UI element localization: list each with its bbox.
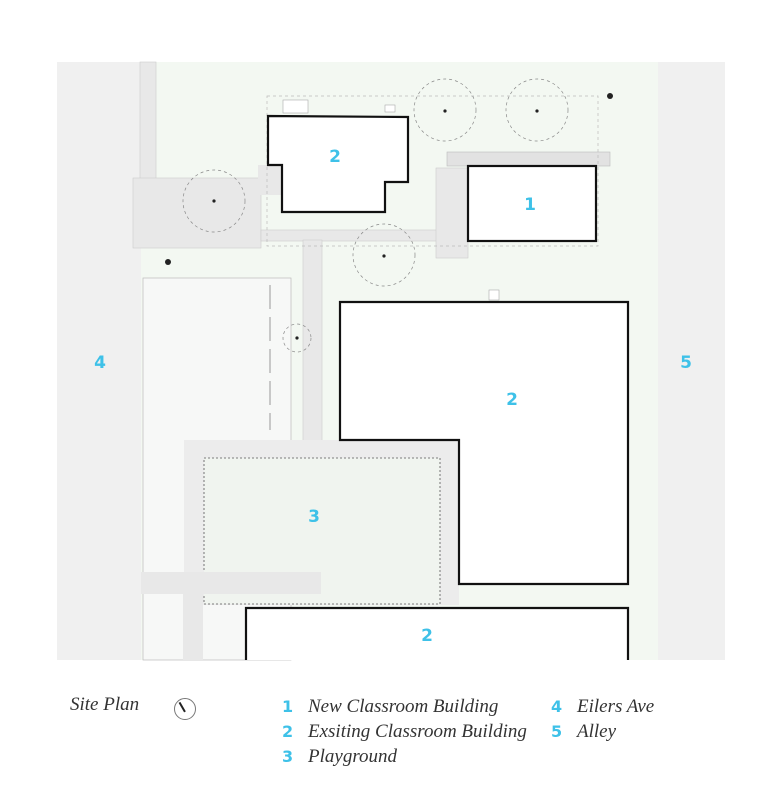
label-existing-south: 2 — [421, 626, 433, 646]
pole — [165, 259, 171, 265]
existing-building-east — [338, 300, 630, 586]
walkway-vertical — [302, 239, 323, 461]
north-arrow-icon — [174, 698, 196, 720]
legend-num: 3 — [282, 747, 294, 766]
legend-label: Alley — [577, 721, 617, 742]
legend-label: New Classroom Building — [308, 696, 499, 717]
utility-box — [384, 104, 396, 113]
walkway-south-vertical — [183, 594, 203, 660]
building-1-porch — [435, 167, 469, 259]
legend-num: 2 — [282, 722, 294, 741]
tree-trunk — [382, 254, 386, 258]
legend-column-2: 4 Eilers Ave 5 Alley — [551, 694, 654, 744]
tree-canopy — [413, 78, 477, 142]
legend-item: 5 Alley — [551, 719, 654, 744]
alley — [658, 62, 725, 660]
legend-item: 2 Exsiting Classroom Building — [282, 719, 527, 744]
label-existing-east: 2 — [506, 390, 518, 410]
label-new-building: 1 — [524, 195, 536, 215]
pole — [607, 93, 613, 99]
walkway-patch — [258, 165, 283, 195]
utility-box — [282, 99, 309, 114]
building-1-canopy — [446, 151, 611, 167]
new-classroom-building — [466, 164, 598, 243]
walkway-south — [141, 572, 321, 594]
eilers-ave-street — [57, 62, 141, 660]
legend-item: 1 New Classroom Building — [282, 694, 527, 719]
tree-canopy — [282, 323, 312, 353]
legend-title: Site Plan — [70, 694, 140, 715]
legend-label: Playground — [308, 746, 398, 767]
legend-num: 4 — [551, 697, 563, 716]
site-plan-drawing: 1 2 2 2 3 4 5 — [57, 61, 725, 661]
tree-canopy — [505, 78, 569, 142]
tree-canopy — [182, 169, 246, 233]
legend-column-1: 1 New Classroom Building 2 Exsiting Classr… — [282, 694, 527, 769]
existing-building-north — [266, 114, 410, 214]
legend-item: 3 Playground — [282, 744, 527, 769]
walkway-horizontal — [260, 229, 449, 242]
legend-item: 4 Eilers Ave — [551, 694, 654, 719]
trees — [182, 78, 569, 353]
label-existing-north: 2 — [329, 147, 341, 167]
tree-trunk — [535, 109, 539, 113]
tree-trunk — [212, 199, 216, 203]
label-alley: 5 — [680, 353, 692, 373]
label-playground: 3 — [308, 507, 320, 527]
label-street: 4 — [94, 353, 106, 373]
tree-canopy — [352, 223, 416, 287]
legend-num: 1 — [282, 697, 294, 716]
tree-trunk — [295, 336, 299, 340]
legend-label: Eilers Ave — [577, 696, 655, 717]
tree-trunk — [443, 109, 447, 113]
existing-building-south — [244, 606, 630, 660]
legend-num: 5 — [551, 722, 563, 741]
utility-box — [488, 289, 500, 301]
legend-label: Exsiting Classroom Building — [308, 721, 527, 742]
entry-plaza — [132, 177, 262, 249]
